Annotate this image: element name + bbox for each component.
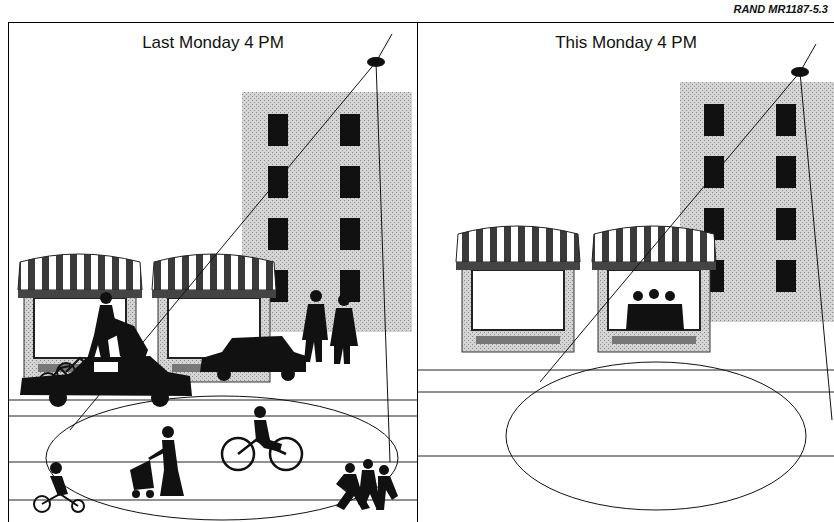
storefront — [456, 226, 580, 352]
left-scene — [8, 34, 418, 520]
pedestrians-and-vehicles — [20, 290, 398, 512]
figure-id: RAND MR1187-5.3 — [733, 3, 828, 15]
storefront — [592, 226, 716, 352]
scene-panel: Last Monday 4 PM — [8, 22, 418, 522]
camera-view — [506, 72, 832, 510]
camera-mount — [376, 34, 392, 62]
panel-title: This Monday 4 PM — [418, 33, 834, 53]
camera-view — [46, 62, 398, 520]
panel-title: Last Monday 4 PM — [9, 33, 417, 53]
right-scene — [418, 44, 834, 510]
scene-panel: This Monday 4 PM — [418, 22, 834, 522]
street-lines — [418, 370, 834, 456]
camera-mount — [800, 44, 816, 72]
group-of-people — [626, 289, 684, 330]
windows — [268, 114, 360, 302]
